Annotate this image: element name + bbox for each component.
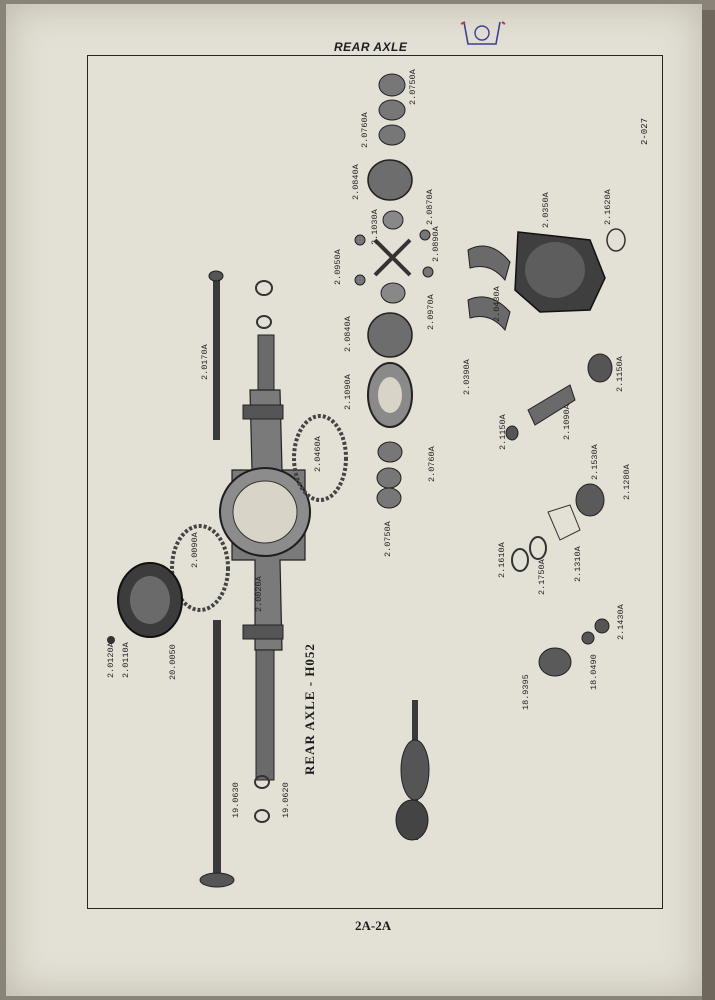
part-label-2-0170a: 2.0170A [200, 344, 210, 380]
part-label-2-1030a: 2.1030A [370, 209, 380, 245]
part-label-2-0890a: 2.0890A [431, 226, 441, 262]
differential-case [354, 159, 434, 358]
part-label-2-1610a: 2.1610A [497, 542, 507, 578]
part-label-2-0350a: 2.0350A [541, 192, 551, 228]
part-label-19-0630: 19.0630 [231, 782, 241, 818]
part-label-2-0870a: 2.0870A [425, 189, 435, 225]
page-footer: 2A-2A [355, 918, 392, 933]
part-label-2-1090a-pinion: 2.1090A [562, 404, 572, 440]
part-label-2-1280a: 2.1280A [622, 464, 632, 500]
part-label-2-1150a-right: 2.1150A [615, 356, 625, 392]
part-label-2-0760a-upper: 2.0760A [360, 112, 370, 148]
part-label-2-0750a-lower: 2.0750A [383, 521, 393, 557]
part-label-2-0760a-lower: 2.0760A [427, 446, 437, 482]
bearings [376, 73, 406, 509]
part-label-2-0110a: 2.0110A [121, 642, 131, 678]
part-label-2-0970a: 2.0970A [426, 294, 436, 330]
diagram-frame [87, 55, 663, 909]
part-label-2-1620a: 2.1620A [603, 189, 613, 225]
part-label-2-0840a-upper: 2.0840A [351, 164, 361, 200]
part-label-2-1310a: 2.1310A [573, 546, 583, 582]
part-label-19-0620: 19.0620 [281, 782, 291, 818]
part-label-2-1090a: 2.1090A [343, 374, 353, 410]
pinion-assembly [505, 353, 613, 677]
axle-shaft-seals [254, 280, 273, 823]
part-label-2-0430a: 2.0430A [492, 286, 502, 322]
rear-cover [107, 562, 183, 644]
part-label-2-0460a: 2.0460A [313, 436, 323, 472]
ring-gear [367, 362, 413, 428]
page-edge [702, 10, 715, 1000]
ink-stamp [460, 21, 506, 45]
part-label-2-0390a: 2.0390A [462, 359, 472, 395]
part-label-2-1430a: 2.1430A [616, 604, 626, 640]
part-label-2-0090a: 2.0090A [190, 532, 200, 568]
axle-housing [219, 334, 311, 781]
part-label-2-0950a: 2.0950A [333, 249, 343, 285]
part-label-2-0840a-lower: 2.0840A [343, 316, 353, 352]
part-label-18-0490: 18.0490 [589, 654, 599, 690]
part-label-2-0120a: 2.0120A [106, 642, 116, 678]
left-axle-shaft [199, 620, 235, 888]
housing-gaskets [170, 414, 348, 612]
section-title: REAR AXLE [334, 40, 408, 54]
right-axle-shaft [208, 270, 224, 440]
page-code: 2-027 [640, 117, 650, 145]
part-label-20-0050: 20.0050 [168, 644, 178, 680]
part-label-2-1150a-left: 2.1150A [498, 414, 508, 450]
overview-axle-thumbnail [395, 700, 430, 841]
part-label-2-0020a: 2.0020A [254, 576, 264, 612]
part-label-2-0750a-upper: 2.0750A [408, 69, 418, 105]
part-label-2-1530a: 2.1530A [590, 444, 600, 480]
part-label-18-9395: 18.9395 [521, 674, 531, 710]
part-label-2-1750a: 2.1750A [537, 559, 547, 595]
diagram-title: REAR AXLE - H052 [302, 643, 317, 775]
carrier-housing [467, 228, 626, 332]
